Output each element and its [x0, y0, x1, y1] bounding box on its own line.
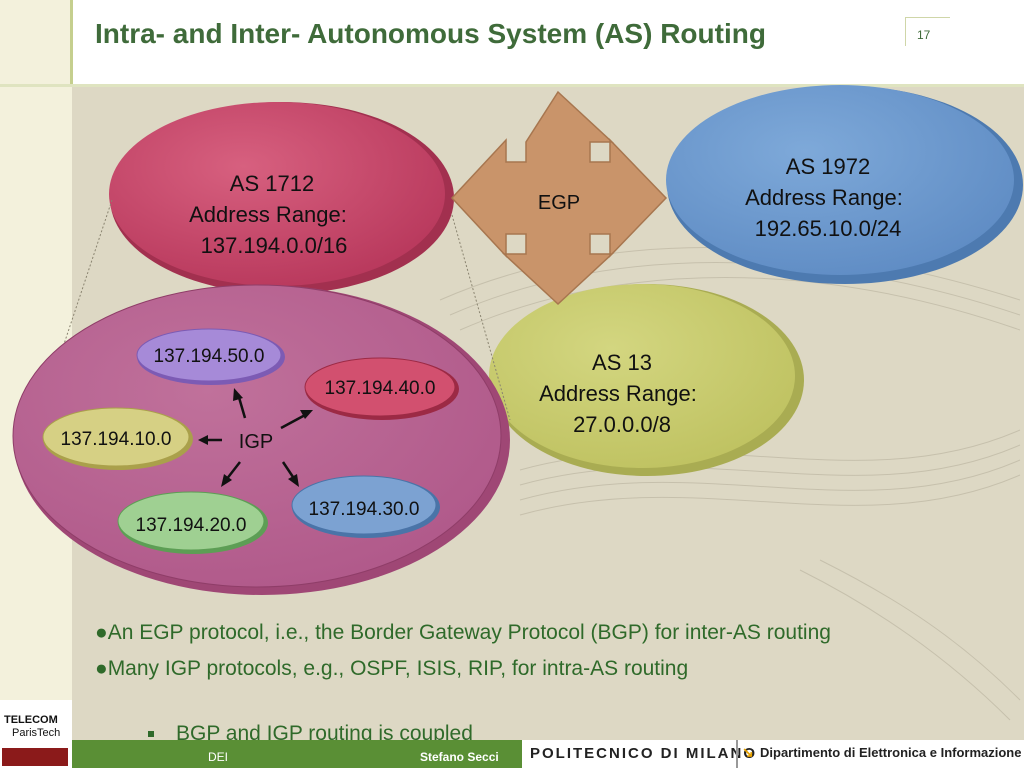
subnet-10-label: 137.194.10.0: [61, 429, 172, 450]
title-accent-line: [70, 0, 73, 86]
bullet-item: ●Many IGP protocols, e.g., OSPF, ISIS, R…: [95, 657, 689, 680]
as-13-node: AS 13 Address Range: 27.0.0.0/8: [489, 284, 804, 476]
arrow-icon: ↘: [742, 744, 754, 760]
page-number-frame: [905, 17, 950, 46]
subnet-node-10: 137.194.10.0: [42, 407, 193, 470]
page-number: 17: [917, 28, 931, 42]
as-1712-range-label: Address Range:: [189, 202, 347, 227]
bullet-1-text: An EGP protocol, i.e., the Border Gatewa…: [107, 621, 831, 644]
as-1972-range-value: 192.65.10.0/24: [755, 216, 902, 241]
footer-university: POLITECNICO DI MILANO: [530, 745, 757, 762]
as-13-range-value: 27.0.0.0/8: [573, 412, 671, 437]
subnet-50-label: 137.194.50.0: [154, 346, 265, 367]
subnet-20-label: 137.194.20.0: [136, 515, 247, 536]
sub-bullet-item: BGP and IGP routing is coupled: [148, 722, 473, 746]
as-1972-node: AS 1972 Address Range: 192.65.10.0/24: [666, 85, 1023, 284]
igp-arrows: [198, 388, 313, 487]
title-separator: [0, 84, 1024, 87]
subnet-40-label: 137.194.40.0: [325, 378, 436, 399]
subnet-30-label: 137.194.30.0: [309, 499, 420, 520]
bullet-list: ●An EGP protocol, i.e., the Border Gatew…: [95, 618, 925, 684]
footer-divider: [736, 740, 738, 768]
subnet-node-40: 137.194.40.0: [304, 357, 459, 420]
igp-label: IGP: [239, 431, 273, 453]
slide-title: Intra- and Inter- Autonomous System (AS)…: [95, 18, 766, 49]
footer-author: Stefano Secci: [420, 750, 499, 764]
subnet-node-50: 137.194.50.0: [136, 328, 285, 385]
as-1972-title: AS 1972: [786, 154, 870, 179]
as-1972-range-label: Address Range:: [745, 185, 903, 210]
logo-telecom-text: TELECOM: [4, 714, 58, 726]
as-1712-node: AS 1712 Address Range: 137.194.0.0/16: [109, 102, 454, 294]
footer-dei: DEI: [208, 750, 229, 764]
as-1712-range-value: 137.194.0.0/16: [201, 233, 348, 258]
subnet-node-20: 137.194.20.0: [117, 491, 268, 554]
as-13-title: AS 13: [592, 350, 652, 375]
logo-bar: [2, 748, 68, 766]
as-13-range-label: Address Range:: [539, 381, 697, 406]
footer-department: Dipartimento di Elettronica e Informazio…: [760, 745, 1022, 760]
zoom-guide-lines: [31, 199, 511, 441]
subnet-node-30: 137.194.30.0: [291, 475, 440, 538]
egp-four-way-arrow: EGP: [450, 90, 668, 306]
as-1712-title: AS 1712: [230, 171, 314, 196]
footer-green-band: [72, 740, 522, 768]
square-bullet-icon: [148, 731, 154, 738]
egp-label: EGP: [538, 192, 580, 214]
logo-paristech-text: ParisTech: [12, 727, 61, 739]
bullet-item: ●An EGP protocol, i.e., the Border Gatew…: [95, 621, 831, 644]
bullet-2-text: Many IGP protocols, e.g., OSPF, ISIS, RI…: [107, 657, 689, 680]
sub-bullet-1-text: BGP and IGP routing is coupled: [176, 722, 473, 745]
